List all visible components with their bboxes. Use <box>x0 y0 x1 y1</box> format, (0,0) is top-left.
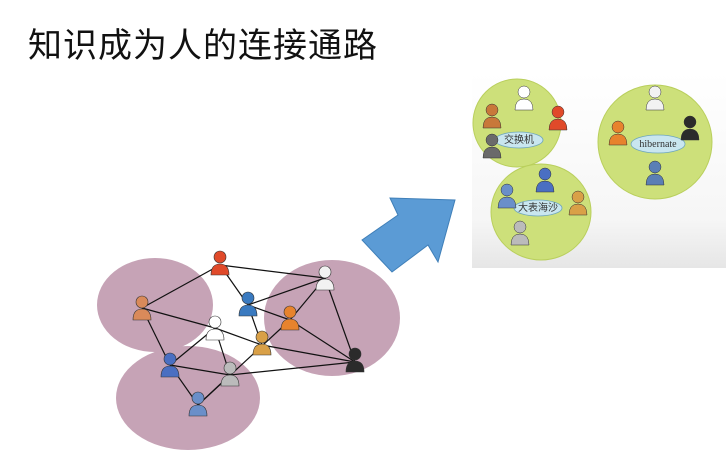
network-clusters <box>97 258 400 450</box>
cluster-bottom <box>116 346 260 450</box>
cluster-right <box>264 260 400 376</box>
group-label-3: 大表海沙 <box>518 201 558 214</box>
group-bubble-1: 交换机 <box>472 78 568 168</box>
group-bubble-3: 大表海沙 <box>490 163 592 261</box>
slide-title: 知识成为人的连接通路 <box>28 26 378 66</box>
group-bubble-2: hibernate <box>597 84 713 200</box>
group-label-2: hibernate <box>639 139 677 150</box>
group-label-1: 交换机 <box>504 133 534 146</box>
groups-panel: 交换机 hibernate 大表海沙 <box>472 72 726 268</box>
arrow-icon <box>361 197 456 273</box>
group-label-oval <box>630 134 686 154</box>
cluster-left <box>97 258 213 352</box>
person-icon <box>210 250 230 276</box>
